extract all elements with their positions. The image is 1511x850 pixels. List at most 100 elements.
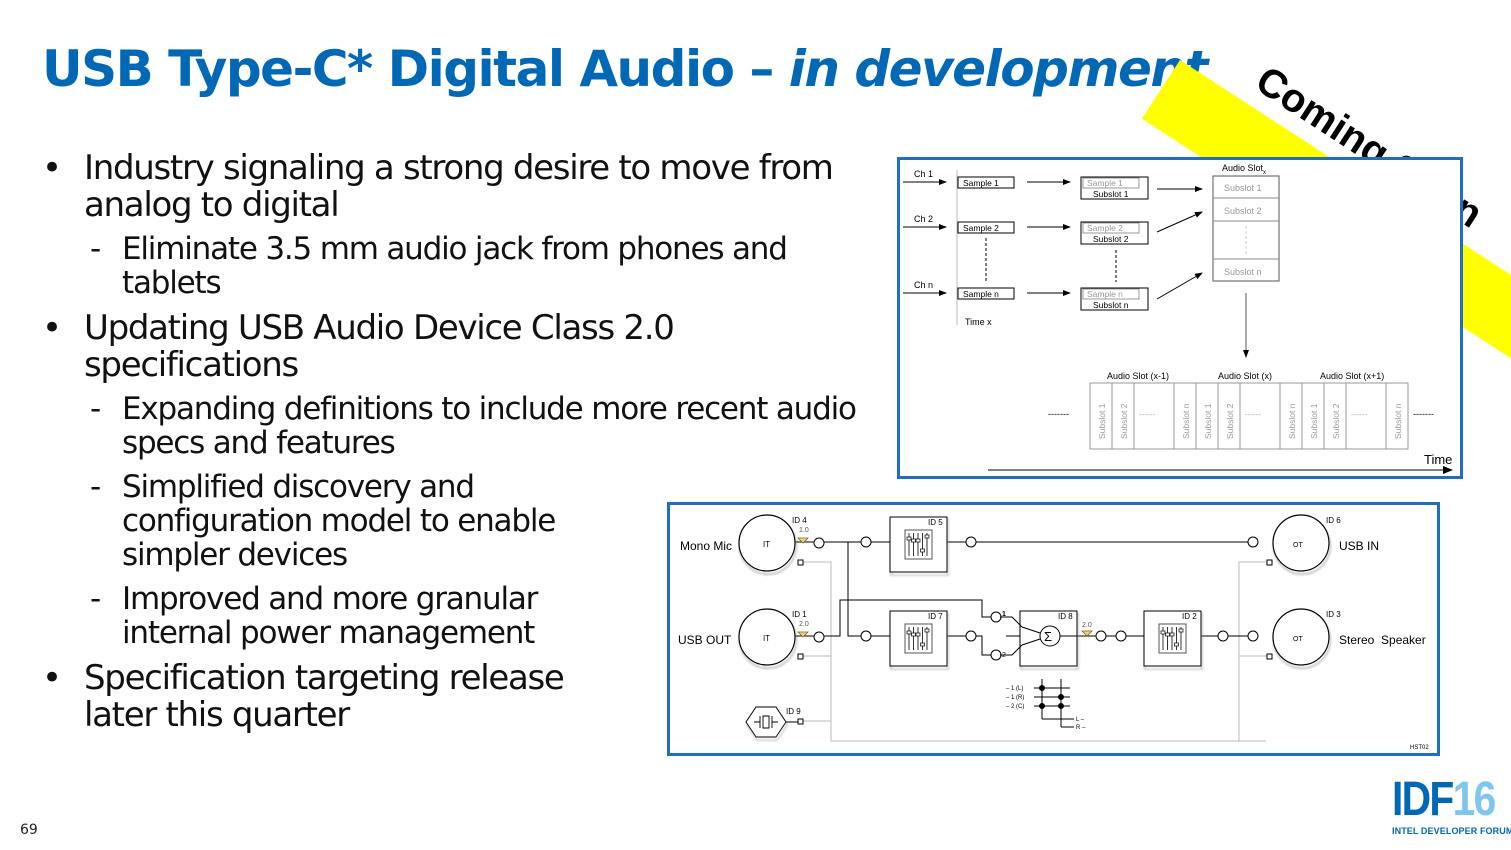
sub-bullet-text: Eliminate 3.5 mm audio jack from phones … — [122, 231, 788, 301]
dashes-right: ------- — [1413, 409, 1434, 419]
terminal-label: USB IN — [1339, 539, 1379, 553]
terminal-label: Stereo Speaker — [1339, 633, 1426, 647]
timeline-gap: ------ — [1139, 410, 1155, 419]
title-italic: in development — [788, 40, 1209, 98]
clock-source-id9: ID 9 — [745, 706, 804, 738]
mixer-sliders-icon — [904, 623, 933, 654]
bullet-dot: • — [42, 308, 62, 348]
output-terminal-stereo-speaker: OT Stereo Speaker ID 3 — [1266, 608, 1426, 666]
audio-slot-diagram: Ch 1 Ch 2 Ch n Time x Sample 1 Sample 2 … — [897, 157, 1463, 479]
sub-bullet-dash: - — [90, 391, 101, 427]
timeline-subslot-label: Subslot n — [1181, 403, 1191, 439]
cluster-icon — [1081, 630, 1093, 637]
sub-bullet-dash: - — [90, 231, 101, 267]
sum-icon: Σ — [1044, 629, 1052, 644]
timeline-subslot-label: Subslot 2 — [1331, 403, 1341, 439]
sub-bullet-dash: - — [90, 469, 101, 505]
terminal-id: ID 1 — [792, 610, 807, 619]
bullet-text: Specification targeting release later th… — [84, 658, 565, 735]
channel-label: Ch 2 — [914, 214, 933, 224]
logo-year: 16 — [1452, 773, 1497, 826]
connector-pins — [860, 536, 1259, 661]
sub-bullet-item: -Improved and more granular internal pow… — [42, 582, 622, 650]
unit-id: ID 2 — [1182, 612, 1197, 621]
terminal-id: ID 6 — [1326, 516, 1341, 525]
channel-count: 1.0 — [799, 527, 809, 534]
bullet-text: Updating USB Audio Device Class 2.0 spec… — [84, 308, 675, 385]
channel-label: Ch 1 — [914, 169, 933, 179]
bullet-text: Industry signaling a strong desire to mo… — [84, 148, 834, 225]
sub-bullet-text: Improved and more granular internal powe… — [122, 581, 538, 651]
sub-bullet-text: Expanding definitions to include more re… — [122, 391, 857, 461]
timeline-subslot-label: Subslot n — [1393, 403, 1403, 439]
cluster-icon — [797, 631, 809, 638]
control-pin — [797, 718, 804, 725]
subslot-label: Subslot 1 — [1093, 189, 1129, 199]
idf16-logo: IDF16 INTEL DEVELOPER FORUM — [1392, 773, 1511, 837]
pin-number: 1 — [1002, 611, 1006, 618]
bullet-list: • Industry signaling a strong desire to m… — [42, 150, 872, 742]
control-pin — [797, 559, 804, 566]
figure-code: HST02 — [1410, 745, 1429, 751]
unit-id: ID 9 — [786, 707, 801, 716]
timeline-subslot-label: Subslot 2 — [1119, 403, 1129, 439]
unit-id: ID 8 — [1058, 612, 1073, 621]
audio-slot-x-label: Audio Slotx — [1222, 163, 1266, 176]
control-pin — [797, 653, 804, 660]
timeline-subslot-label: Subslot 1 — [1097, 403, 1107, 439]
control-pin — [1266, 653, 1273, 660]
cluster-icon — [797, 537, 809, 544]
mixer-unit-id8: Σ ID 8 1 2 2.0 — [1000, 610, 1093, 667]
sample-label: Sample 2 — [1087, 223, 1123, 233]
slot-group-label: Audio Slot (x+1) — [1320, 371, 1384, 381]
bullet-dot: • — [42, 148, 62, 188]
bullet-item: •Specification targeting release later t… — [42, 660, 644, 734]
topology-svg: IT Mono Mic ID 4 1.0 IT USB OUT ID 1 2.0… — [678, 514, 1429, 751]
input-terminal-usb-out: IT USB OUT ID 1 2.0 — [678, 608, 825, 666]
input-terminal-mono-mic: IT Mono Mic ID 4 1.0 — [680, 514, 825, 572]
subslot-pair: Sample n Subslot n — [1080, 287, 1149, 311]
channel-count: 2.0 — [799, 621, 809, 628]
terminal-type: OT — [1293, 542, 1303, 549]
sample-label: Sample 2 — [963, 223, 999, 233]
audio-slot-svg: Ch 1 Ch 2 Ch n Time x Sample 1 Sample 2 … — [903, 163, 1453, 474]
feature-unit-id7 — [889, 610, 948, 667]
channel-count: 2.0 — [1082, 622, 1092, 629]
time-x-label: Time x — [965, 317, 992, 327]
timeline-outline — [1089, 382, 1409, 450]
slot-group-label: Audio Slot (x-1) — [1107, 371, 1169, 381]
subslot-pair: Sample 1 Subslot 1 — [1080, 176, 1149, 200]
logo-subtitle: INTEL DEVELOPER FORUM — [1392, 826, 1511, 836]
feature-unit-id2 — [1143, 610, 1202, 667]
feature-unit-id5 — [889, 516, 948, 573]
mixer-sliders-icon — [904, 529, 933, 560]
matrix-row-label: – 1 (L) — [1006, 686, 1023, 692]
sample-label: Sample 1 — [1087, 178, 1123, 188]
timeline-slots: Subslot 1 Subslot 2 ------ Subslot n Subslot… — [1089, 382, 1409, 450]
timeline-subslot-label: Subslot n — [1287, 403, 1297, 439]
sample-box: Sample n — [957, 287, 1015, 300]
audio-slot-stack: Subslot 1 Subslot 2 Subslot n — [1212, 175, 1280, 282]
connector-pin — [813, 537, 825, 549]
logo-idf: IDF — [1392, 773, 1454, 826]
timeline-subslot-label: Subslot 1 — [1203, 403, 1213, 439]
channel-ch1: Ch 1 — [903, 169, 947, 185]
matrix-row-label: – 2 (C) — [1006, 704, 1024, 710]
sample-label: Sample n — [1087, 289, 1123, 299]
subslot-label: Subslot n — [1224, 267, 1262, 277]
timeline-gap: ------ — [1245, 410, 1261, 419]
dashes-left: ------- — [1048, 409, 1069, 419]
terminal-type: OT — [1293, 636, 1303, 643]
subslot-label: Subslot 2 — [1224, 206, 1262, 216]
channel-ch2: Ch 2 — [903, 214, 947, 230]
unit-id: ID 7 — [928, 612, 943, 621]
terminal-type: IT — [763, 540, 770, 549]
matrix-col-label: R – — [1076, 725, 1086, 731]
time-axis-label: Time — [1424, 452, 1452, 467]
sample-box: Sample 1 — [957, 176, 1015, 189]
terminal-id: ID 4 — [792, 516, 807, 525]
mixer-matrix — [1034, 679, 1074, 728]
unit-id: ID 5 — [928, 518, 943, 527]
matrix-row-label: – 1 (R) — [1006, 695, 1024, 701]
mixer-sliders-icon — [1158, 623, 1187, 654]
